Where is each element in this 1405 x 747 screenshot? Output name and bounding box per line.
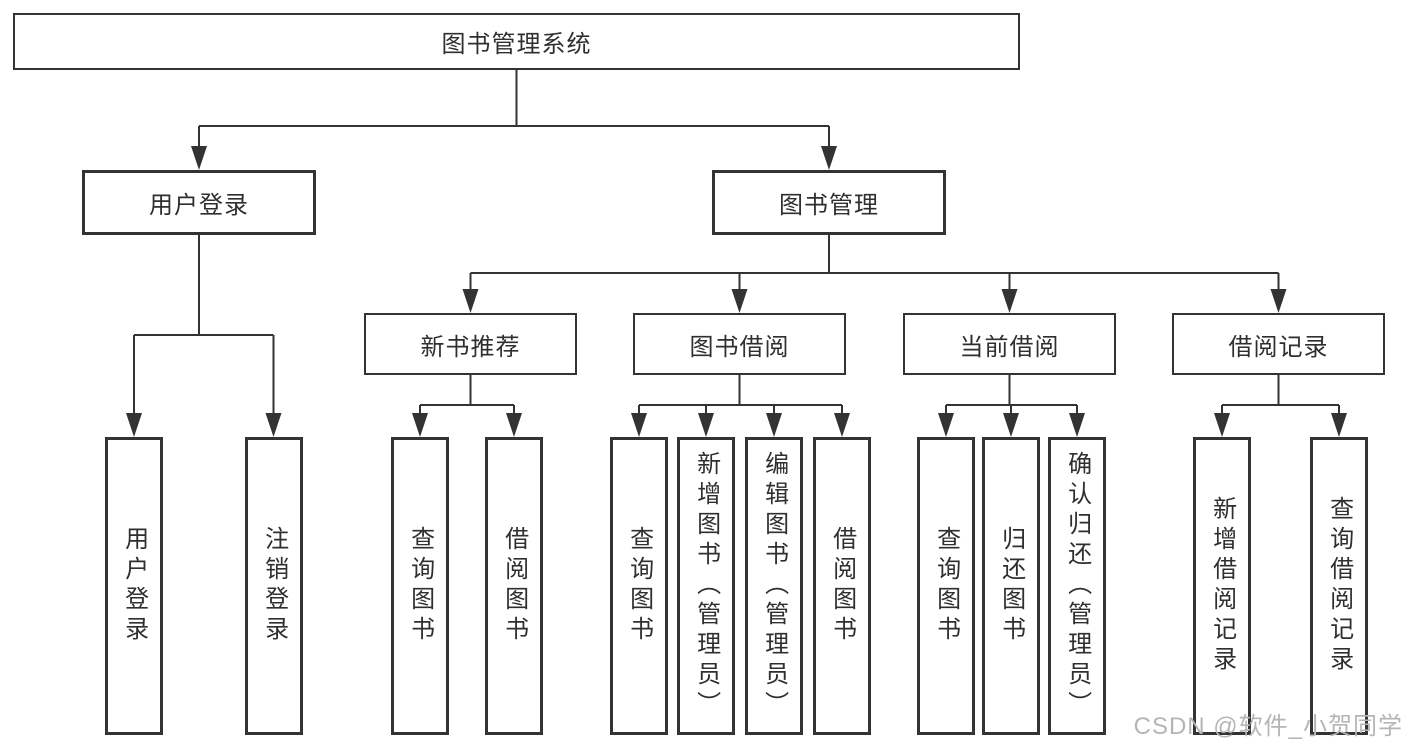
node-leaf-borrow-books-recommend: 借阅图书 (485, 437, 543, 735)
node-label: 当前借阅 (959, 333, 1060, 361)
node-leaf-return-books: 归还图书 (982, 437, 1040, 735)
node-label: 借阅记录 (1228, 333, 1329, 361)
node-leaf-query-books-borrow: 查询图书 (610, 437, 668, 735)
node-leaf-borrow-books: 借阅图书 (813, 437, 871, 735)
node-label: 新书推荐 (420, 333, 521, 361)
node-label: 用户登录 (120, 526, 148, 646)
node-book-borrow: 图书借阅 (633, 313, 846, 375)
node-leaf-user-login: 用户登录 (105, 437, 163, 735)
node-leaf-confirm-return-admin: 确认归还（管理员） (1048, 437, 1106, 735)
node-label: 查询图书 (406, 526, 434, 646)
node-label: 图书管理 (779, 192, 879, 219)
node-system-root: 图书管理系统 (13, 13, 1020, 70)
node-label: 归还图书 (997, 526, 1025, 646)
node-leaf-query-books-recommend: 查询图书 (391, 437, 449, 735)
node-leaf-edit-book-admin: 编辑图书（管理员） (745, 437, 803, 735)
node-current-borrow: 当前借阅 (903, 313, 1116, 375)
node-label: 注销登录 (260, 526, 288, 646)
node-label: 确认归还（管理员） (1063, 451, 1091, 721)
node-label: 图书管理系统 (441, 31, 592, 58)
node-label: 新增借阅记录 (1208, 496, 1236, 676)
node-label: 图书借阅 (689, 333, 790, 361)
node-label: 查询图书 (625, 526, 653, 646)
node-label: 查询图书 (932, 526, 960, 646)
node-leaf-add-book-admin: 新增图书（管理员） (677, 437, 735, 735)
node-leaf-query-borrow-record: 查询借阅记录 (1310, 437, 1368, 735)
node-label: 查询借阅记录 (1325, 496, 1353, 676)
node-label: 借阅图书 (828, 526, 856, 646)
node-new-book-recommend: 新书推荐 (364, 313, 577, 375)
node-label: 用户登录 (149, 192, 249, 219)
node-borrow-records: 借阅记录 (1172, 313, 1385, 375)
node-label: 新增图书（管理员） (692, 451, 720, 721)
node-label: 编辑图书（管理员） (760, 451, 788, 721)
node-label: 借阅图书 (500, 526, 528, 646)
node-leaf-add-borrow-record: 新增借阅记录 (1193, 437, 1251, 735)
node-leaf-logout: 注销登录 (245, 437, 303, 735)
node-book-management: 图书管理 (712, 170, 946, 235)
node-user-login: 用户登录 (82, 170, 316, 235)
node-leaf-query-books-current: 查询图书 (917, 437, 975, 735)
csdn-watermark: CSDN @软件_小贺同学 (1133, 713, 1403, 740)
